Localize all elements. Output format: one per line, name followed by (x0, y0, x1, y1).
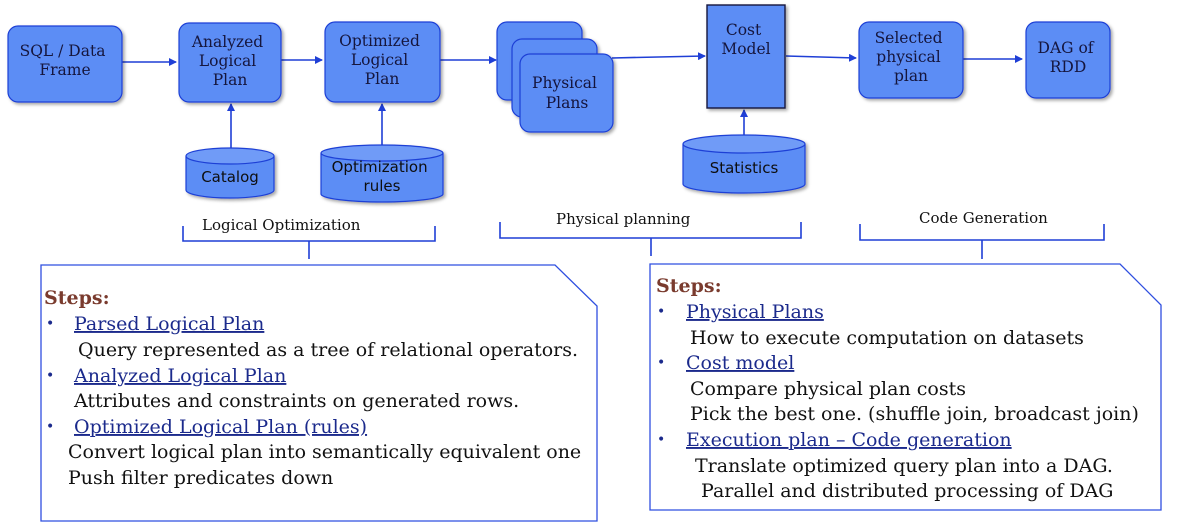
brace-physical-planning (499, 222, 802, 256)
svg-text:Selected physical: Selected physical plan (875, 29, 948, 85)
right-steps-panel: Steps: • Physical Plans How to execute c… (649, 263, 1162, 511)
node-selected-physical-plan: Selected physical plan (858, 21, 964, 99)
right-item-desc: Translate optimized query plan into a DA… (695, 455, 1113, 477)
node-label-line: SQL / Data (20, 42, 106, 60)
database-label-line: Statistics (710, 159, 779, 177)
database-catalog: Catalog (185, 147, 275, 199)
phase-label-code-generation: Code Generation (919, 209, 1048, 227)
svg-text:Statistics: Statistics (710, 159, 779, 177)
node-label-line: Logical (199, 52, 256, 70)
bullet-dot: • (46, 368, 54, 384)
brace-code-generation (859, 224, 1105, 259)
left-steps-title: Steps: (44, 287, 110, 309)
bullet-dot: • (46, 419, 54, 435)
arrow-physical-to-cost (611, 52, 706, 61)
node-label-line: Logical (351, 51, 408, 69)
flow-arrows (122, 52, 1023, 150)
database-label-line: Optimization (332, 158, 428, 176)
right-item-desc: Pick the best one. (shuffle join, broadc… (690, 403, 1139, 425)
node-label-line: physical (876, 48, 940, 66)
svg-text:Optimization rules: Optimization rules (332, 158, 433, 195)
bullet-dot: • (657, 304, 665, 320)
bullet-dot: • (46, 316, 54, 332)
left-item-parsed-logical-plan[interactable]: Parsed Logical Plan (74, 313, 264, 335)
node-label-line: Model (721, 40, 770, 58)
node-label-line: Plan (365, 70, 400, 88)
right-item-physical-plans[interactable]: Physical Plans (686, 301, 824, 323)
svg-text:Physical Plans: Physical Plans (532, 74, 602, 112)
right-item-execution-plan[interactable]: Execution plan – Code generation (686, 429, 1012, 451)
node-label-line: DAG of (1038, 39, 1095, 57)
node-label-line: Optimized (339, 32, 420, 50)
svg-text:DAG of RDD: DAG of RDD (1038, 39, 1099, 76)
left-item-analyzed-logical-plan[interactable]: Analyzed Logical Plan (73, 365, 286, 387)
node-label-line: Plan (213, 71, 248, 89)
node-label-line: RDD (1050, 58, 1087, 76)
phase-label-physical-planning: Physical planning (556, 210, 691, 228)
right-item-desc: Parallel and distributed processing of D… (695, 480, 1113, 502)
left-item-desc: Convert logical plan into semantically e… (68, 441, 581, 463)
arrow-cost-to-selected (785, 53, 857, 62)
phase-label-logical-optimization: Logical Optimization (202, 216, 361, 234)
bullet-dot: • (657, 355, 665, 371)
node-label-line: Frame (39, 61, 90, 79)
svg-text:SQL / Data Frame: SQL / Data Frame (20, 42, 111, 79)
left-steps-panel: Steps: • Parsed Logical Plan Query repre… (40, 264, 598, 522)
left-item-desc: Attributes and constraints on generated … (73, 390, 519, 412)
left-item-desc: Query represented as a tree of relationa… (78, 339, 578, 361)
node-label-line: Selected (875, 29, 943, 47)
left-item-optimized-logical-plan[interactable]: Optimized Logical Plan (rules) (74, 416, 367, 438)
svg-text:Catalog: Catalog (201, 168, 259, 186)
node-analyzed-logical-plan: Analyzed Logical Plan (178, 22, 282, 103)
database-statistics: Statistics (682, 134, 806, 194)
node-label-line: Analyzed (191, 33, 263, 51)
right-item-desc: Compare physical plan costs (690, 378, 966, 400)
svg-text:Analyzed Logical P: Analyzed Logical Plan (191, 33, 268, 89)
physical-plan-card-front (519, 53, 614, 133)
node-label-line: Plans (546, 94, 589, 112)
node-dag-of-rdd: DAG of RDD (1025, 21, 1111, 99)
bullet-dot: • (657, 432, 665, 448)
right-item-desc: How to execute computation on datasets (690, 327, 1084, 349)
brace-logical-optimization (182, 226, 436, 259)
database-label-line: rules (364, 177, 401, 195)
right-steps-title: Steps: (656, 275, 722, 297)
database-label-line: Catalog (201, 168, 259, 186)
svg-text:Cost Model: Cost Model (721, 21, 770, 58)
node-sql-dataframe: SQL / Data Frame (7, 25, 123, 103)
node-label-line: plan (894, 67, 928, 85)
node-physical-plans-stack: Physical Plans (496, 21, 614, 133)
node-cost-model: Cost Model (706, 4, 786, 109)
node-label-line: Physical (532, 74, 597, 92)
left-item-desc: Push filter predicates down (68, 467, 333, 489)
right-item-cost-model[interactable]: Cost model (686, 352, 794, 374)
database-optimization-rules: Optimization rules (320, 144, 444, 203)
node-optimized-logical-plan: Optimized Logical Plan (324, 21, 441, 103)
svg-text:Optimized Logical: Optimized Logical Plan (339, 32, 425, 88)
node-label-line: Cost (726, 21, 762, 39)
